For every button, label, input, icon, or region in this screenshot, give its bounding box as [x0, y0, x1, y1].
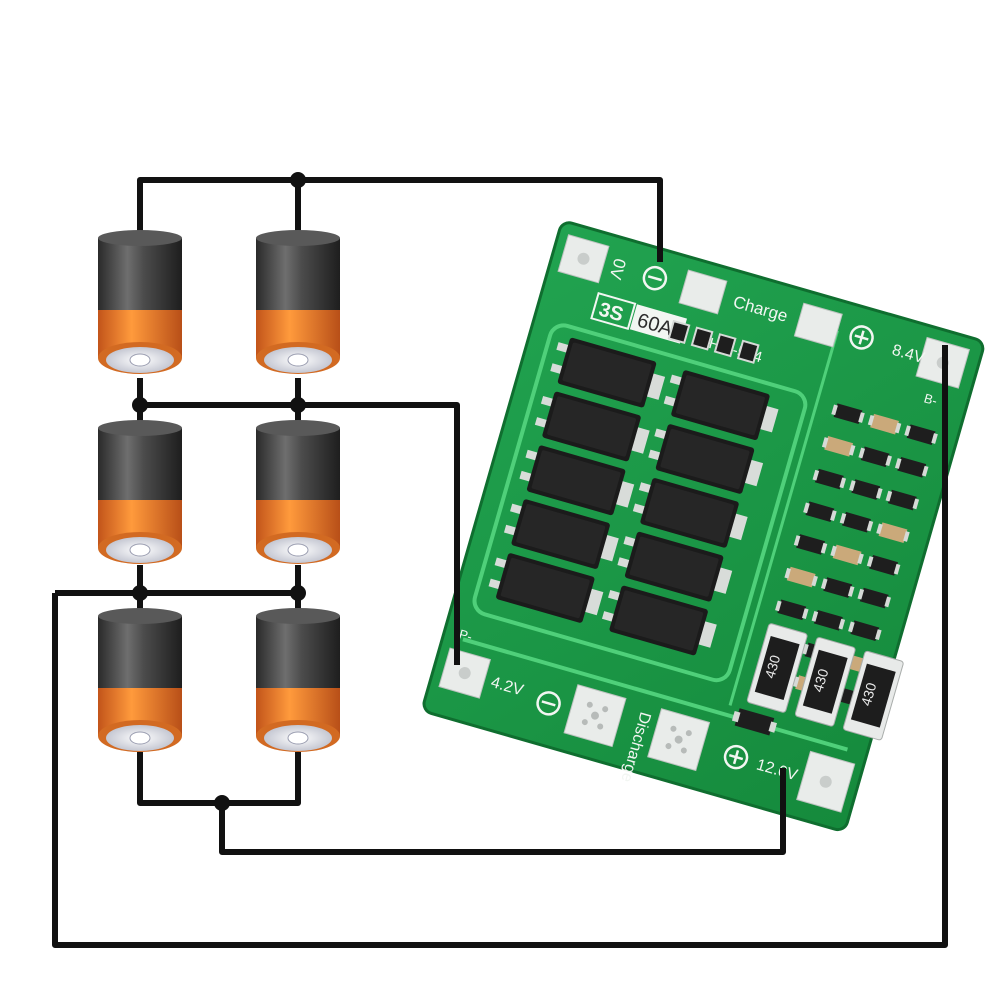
- mosfet-chip: [601, 585, 717, 656]
- junction-dot: [132, 585, 148, 601]
- smd-part: [857, 587, 891, 609]
- battery-cell: [256, 608, 340, 752]
- smd-part: [811, 609, 846, 631]
- junction-dot: [290, 172, 306, 188]
- smd-part: [667, 319, 691, 345]
- jumper-chip: [731, 708, 778, 736]
- smd-part: [736, 339, 760, 364]
- pad-charge-plus[interactable]: [793, 302, 843, 348]
- resistor-430: 430: [746, 623, 808, 713]
- plus-circle-icon: [849, 325, 874, 350]
- pad-0v[interactable]: [557, 234, 610, 284]
- minus-circle-icon: [642, 265, 668, 291]
- pad-charge-minus[interactable]: [678, 269, 728, 315]
- battery-cell: [256, 230, 340, 374]
- mosfet-chip: [648, 424, 764, 494]
- smd-part: [690, 326, 714, 351]
- resistor-code: 430: [858, 681, 880, 708]
- pcb-trace-line: [462, 637, 848, 752]
- smd-part: [812, 468, 847, 490]
- resistor-430: 430: [843, 650, 904, 741]
- smd-part: [876, 522, 910, 543]
- junction-dot: [214, 795, 230, 811]
- mosfet-chip: [519, 445, 635, 516]
- smd-part: [793, 534, 828, 555]
- battery-pack: [98, 230, 340, 752]
- smd-part: [803, 501, 837, 523]
- battery-cell: [98, 420, 182, 564]
- smd-part: [784, 566, 818, 588]
- battery-cell: [98, 608, 182, 752]
- battery-cell: [256, 420, 340, 564]
- pad-12-6v[interactable]: [796, 750, 856, 813]
- smd-part: [904, 424, 938, 445]
- bms-board: 0V Charge 8.4V 3S 60A HW-544: [422, 221, 985, 832]
- battery-cell: [98, 230, 182, 374]
- mosfet-chip: [488, 553, 604, 623]
- pad-b-minus-label: B-: [922, 390, 939, 408]
- pcb-trace-outline: [472, 323, 808, 683]
- shunt-resistors: 430 430 430: [731, 623, 904, 741]
- resistor-code: 430: [810, 667, 832, 694]
- mosfet-chip: [617, 531, 733, 602]
- pad-discharge-plus[interactable]: [647, 708, 711, 772]
- pad-p-minus-label: P-: [457, 626, 474, 644]
- pad-discharge-minus[interactable]: [563, 684, 627, 748]
- smd-part: [858, 446, 892, 468]
- mosfet-array: [488, 337, 779, 656]
- smd-part: [848, 620, 882, 642]
- pcb-trace-line: [728, 330, 839, 706]
- smd-part: [866, 555, 901, 576]
- smd-part: [867, 413, 902, 435]
- wire-junctions: [132, 172, 306, 811]
- mosfet-chip: [534, 391, 650, 462]
- smd-part: [839, 511, 874, 533]
- junction-dot: [132, 397, 148, 413]
- mosfet-chip: [503, 499, 619, 569]
- smd-part: [894, 457, 929, 478]
- minus-circle-icon: [536, 691, 561, 716]
- mosfet-chip: [663, 370, 779, 440]
- mosfet-chip: [550, 337, 666, 408]
- smd-part: [820, 577, 855, 598]
- mosfet-chip: [632, 478, 748, 548]
- resistor-430: 430: [794, 637, 856, 727]
- smd-part: [831, 403, 865, 424]
- smd-part: [821, 436, 856, 457]
- junction-dot: [290, 397, 306, 413]
- smd-part: [775, 599, 809, 621]
- resistor-code: 430: [761, 653, 783, 680]
- smd-part: [849, 479, 883, 500]
- smd-part: [885, 489, 920, 511]
- wire-top-to-0v: [137, 177, 663, 262]
- smd-part: [713, 333, 737, 358]
- junction-dot: [290, 585, 306, 601]
- pad-4-2v[interactable]: [438, 647, 492, 699]
- smd-part: [830, 544, 864, 566]
- plus-circle-icon: [723, 744, 749, 770]
